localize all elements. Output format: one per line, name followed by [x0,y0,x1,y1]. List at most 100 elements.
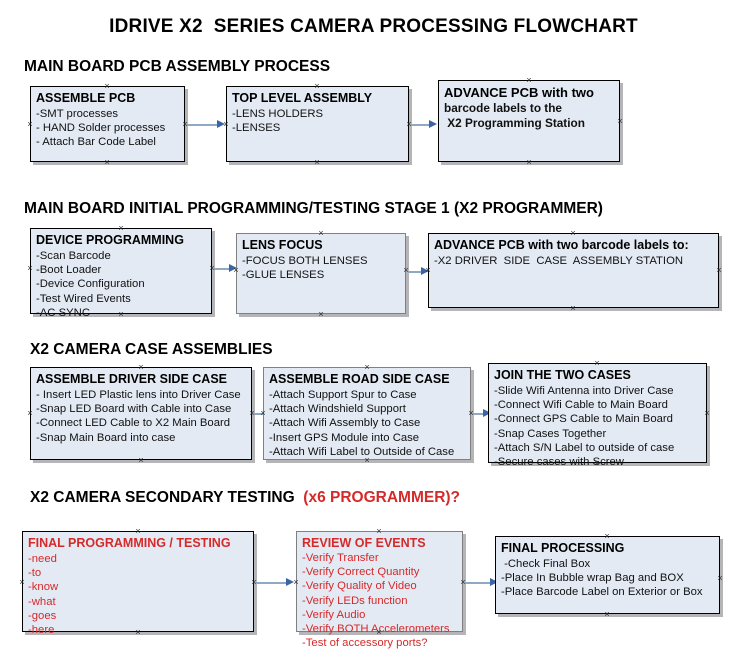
arrowhead-icon [217,120,225,128]
node-line: -Verify LEDs function [302,594,408,607]
node-line-list: -Verify Transfer -Verify Correct Quantit… [302,551,482,650]
node-device-programming[interactable]: DEVICE PROGRAMMING -Scan Barcode -Boot L… [30,228,212,319]
connector-shaft [256,582,287,584]
node-title: ADVANCE PCB with two barcode labels to: [434,238,689,252]
node-line: -Attach Wifi Assembly to Case [269,417,421,430]
node-line: -goes [28,609,57,622]
arrowhead-icon [483,409,491,417]
node-line: -need [28,553,57,565]
node-line: -know [28,581,59,594]
connector-top-level-assembly-to-advance-pcb [411,120,437,129]
section-heading-x2-camera-case-assemblies: X2 CAMERA CASE ASSEMBLIES [30,341,273,358]
node-line: -Attach Support Spur to Case [269,389,417,401]
node-line: -here [28,624,55,637]
node-line: -LENS HOLDERS [232,108,324,120]
node-line: -Scan Barcode [36,250,111,262]
node-review-of-events[interactable]: REVIEW OF EVENTS -Verify Transfer -Verif… [296,531,463,649]
arrowhead-icon [421,267,429,275]
arrowhead-icon [229,264,237,272]
node-line: -Device Configuration [36,278,145,291]
node-line: -what [28,595,56,608]
node-advance-pcb-to-driver-side-case-station[interactable]: ADVANCE PCB with two barcode labels to: … [428,233,719,308]
node-line: -Connect LED Cable to X2 Main Board [36,417,231,430]
connector-shaft [465,582,491,584]
node-line: X2 Programming Station [444,116,585,130]
node-line: -Secure cases with Screw [494,456,624,469]
node-line: - Insert LED Plastic lens into Driver Ca… [36,389,241,401]
node-title: FINAL PROGRAMMING / TESTING [28,536,231,550]
node-title: LENS FOCUS [242,238,323,252]
node-line: -Boot Loader [36,264,102,277]
node-line: -SMT processes [36,108,119,120]
node-line-overflow: -Test of accessory ports? [302,637,428,650]
connector-shaft [408,271,422,273]
connector-lens-focus-to-advance-pcb [408,267,429,276]
node-line: -Attach S/N Label to outside of case [494,441,675,454]
node-line: -Place In Bubble wrap Bag and BOX [501,572,684,585]
node-advance-pcb-to-x2-programming-station[interactable]: ADVANCE PCB with two barcode labels to t… [438,80,620,162]
node-line: -Insert GPS Module into Case [269,431,420,444]
node-line: -Verify Quality of Video [302,580,417,593]
connector-shaft [187,124,218,126]
node-line: barcode labels to the [444,101,562,115]
connector-shaft [473,413,484,415]
node-title: ASSEMBLE ROAD SIDE CASE [269,372,450,386]
node-line: - Attach Bar Code Label [36,136,156,149]
node-title: REVIEW OF EVENTS [302,536,426,550]
node-line: -Verify Correct Quantity [302,566,420,579]
node-line: -X2 DRIVER SIDE CASE ASSEMBLY STATION [434,255,684,267]
node-title: DEVICE PROGRAMMING [36,233,184,247]
node-title: JOIN THE TWO CASES [494,368,631,382]
connector-assemble-pcb-to-top-level-assembly [187,120,225,129]
arrowhead-icon [429,120,437,128]
node-final-programming-testing[interactable]: FINAL PROGRAMMING / TESTING -need -to -k… [22,531,254,636]
node-title: TOP LEVEL ASSEMBLY [232,91,373,105]
node-line: -Test Wired Events [36,292,131,305]
node-line: -Snap Cases Together [494,427,607,440]
node-line: -Connect Wifi Cable to Main Board [494,399,668,412]
node-line: -Attach Windshield Support [269,403,406,416]
node-lens-focus[interactable]: LENS FOCUS -FOCUS BOTH LENSES -GLUE LENS… [236,233,406,314]
connector-review-of-events-to-final-processing [465,578,498,587]
node-assemble-pcb[interactable]: ASSEMBLE PCB -SMT processes - HAND Solde… [30,86,185,162]
section-heading-x2-camera-secondary-testing: X2 CAMERA SECONDARY TESTING (x6 PROGRAMM… [30,489,460,507]
node-top-level-assembly[interactable]: TOP LEVEL ASSEMBLY -LENS HOLDERS -LENSES [226,86,409,162]
node-line: -Verify BOTH Accelerometers [302,623,450,636]
node-title: ADVANCE PCB with two [444,85,594,100]
node-title: ASSEMBLE DRIVER SIDE CASE [36,372,228,386]
node-line: -FOCUS BOTH LENSES [242,255,368,267]
arrowhead-icon [286,578,294,586]
connector-final-programming-to-review-of-events [256,578,294,587]
connector-shaft [411,124,430,126]
section-heading-main-board-initial-programming: MAIN BOARD INITIAL PROGRAMMING/TESTING S… [24,200,603,217]
node-line: -Connect GPS Cable to Main Board [494,413,673,426]
node-line: -Slide Wifi Antenna into Driver Case [494,385,674,397]
node-line: -AC SYNC [36,306,90,319]
node-line: -Attach Wifi Label to Outside of Case [269,445,455,458]
node-line: -Snap Main Board into case [36,431,176,444]
page-title: IDRIVE X2 SERIES CAMERA PROCESSING FLOWC… [109,16,638,37]
node-title: FINAL PROCESSING [501,541,625,555]
connector-shaft [214,268,230,270]
node-join-the-two-cases[interactable]: JOIN THE TWO CASES -Slide Wifi Antenna i… [488,363,707,468]
node-line: - HAND Solder processes [36,122,166,135]
node-line: -Verify Audio [302,608,366,621]
node-assemble-road-side-case[interactable]: ASSEMBLE ROAD SIDE CASE -Attach Support … [263,367,471,460]
arrowhead-icon [490,578,498,586]
node-line: -LENSES [232,122,281,135]
node-line: -GLUE LENSES [242,269,325,282]
connector-shaft [254,413,265,415]
connector-device-programming-to-lens-focus [214,264,237,273]
section-heading-accent: (x6 PROGRAMMER)? [303,489,461,506]
node-line: -Check Final Box [501,558,591,570]
node-final-processing[interactable]: FINAL PROCESSING -Check Final Box -Place… [495,536,720,614]
node-line: -Verify Transfer [302,552,379,564]
node-assemble-driver-side-case[interactable]: ASSEMBLE DRIVER SIDE CASE - Insert LED P… [30,367,252,460]
section-heading-text: X2 CAMERA SECONDARY TESTING [30,489,304,506]
connector-road-side-to-join-cases [473,409,491,418]
node-line: -Snap LED Board with Cable into Case [36,403,232,416]
node-line: -to [28,567,42,580]
section-heading-main-board-pcb-assembly: MAIN BOARD PCB ASSEMBLY PROCESS [24,58,331,75]
node-title: ASSEMBLE PCB [36,91,136,105]
